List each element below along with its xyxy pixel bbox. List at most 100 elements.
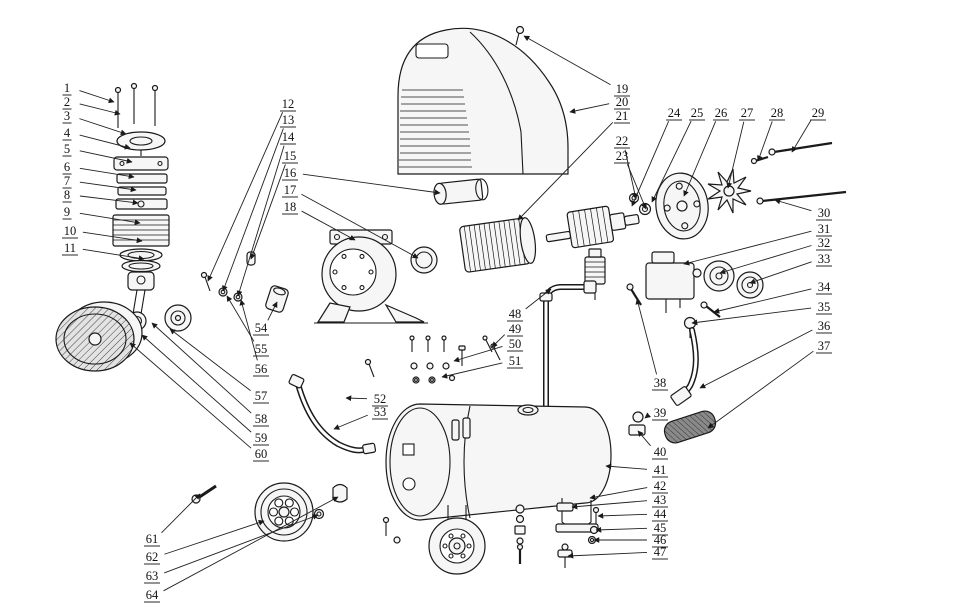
leader-line <box>605 463 648 470</box>
part-number: 18 <box>284 200 297 214</box>
part-number: 38 <box>654 376 667 390</box>
leader-line <box>161 493 201 534</box>
leader-line <box>302 173 441 196</box>
stator-drawing <box>459 217 537 273</box>
part-callout-52: 52 <box>345 392 388 407</box>
part-number: 40 <box>654 445 667 459</box>
flywheel-drawing <box>55 301 192 372</box>
leader-line <box>707 350 814 429</box>
endbell-drawing <box>655 172 709 240</box>
leader-line <box>517 122 614 221</box>
part-callout-50: 50 <box>453 337 523 363</box>
part-number: 34 <box>818 280 831 294</box>
part-callout-45: 45 <box>595 521 668 536</box>
leader-line <box>79 150 133 164</box>
leader-line <box>79 118 127 136</box>
part-number: 59 <box>255 431 268 445</box>
hardware-set-drawing <box>409 335 501 384</box>
leader-line <box>226 295 255 342</box>
leader-line <box>683 230 812 266</box>
part-callout-32: 32 <box>719 236 832 275</box>
part-number: 16 <box>284 166 297 180</box>
part-callout-53: 53 <box>333 405 388 430</box>
part-callout-64: 64 <box>144 496 339 603</box>
leader-line <box>567 551 648 559</box>
pump-stack-drawing <box>112 82 170 331</box>
leader-line <box>726 121 745 189</box>
part-number: 28 <box>771 106 784 120</box>
bearing-drawing <box>410 246 438 274</box>
part-callout-8: 8 <box>62 188 139 206</box>
part-callout-13: 13 <box>222 113 296 292</box>
part-callout-27: 27 <box>726 106 755 189</box>
leader-line <box>151 322 252 414</box>
part-callout-3: 3 <box>62 109 127 136</box>
part-number: 37 <box>818 339 831 353</box>
part-callout-60: 60 <box>129 342 269 462</box>
part-callout-28: 28 <box>757 106 785 162</box>
leader-line <box>757 121 773 162</box>
part-callout-38: 38 <box>635 298 668 391</box>
part-callout-39: 39 <box>644 406 668 421</box>
part-number: 9 <box>64 205 70 219</box>
regulator-drawing <box>584 248 606 300</box>
part-number: 47 <box>654 545 667 559</box>
leader-line <box>79 134 131 150</box>
leader-line <box>683 121 717 197</box>
part-callout-4: 4 <box>62 126 131 150</box>
leader-line <box>523 35 611 86</box>
part-callout-43: 43 <box>571 493 668 510</box>
part-number: 50 <box>509 337 522 351</box>
part-number: 17 <box>284 183 297 197</box>
part-number: 31 <box>818 222 831 236</box>
leader-line <box>749 261 812 285</box>
part-number: 6 <box>64 160 70 174</box>
part-callout-29: 29 <box>791 106 826 153</box>
part-callout-15: 15 <box>250 149 298 260</box>
under-tank-hardware-drawing <box>557 506 600 568</box>
rotor-drawing <box>545 205 640 249</box>
part-callout-9: 9 <box>62 205 141 226</box>
part-number: 42 <box>654 479 667 493</box>
part-callout-7: 7 <box>62 174 137 193</box>
part-number: 13 <box>282 113 295 127</box>
part-callout-17: 17 <box>282 183 419 259</box>
crankcase-drawing <box>314 229 428 324</box>
leader-line <box>79 195 139 206</box>
cover-screw-drawing <box>515 25 525 46</box>
part-callout-62: 62 <box>144 519 265 565</box>
part-number: 2 <box>64 95 70 109</box>
leader-line <box>571 500 648 510</box>
handle-drawing <box>663 327 717 444</box>
part-number: 57 <box>255 389 268 403</box>
part-callout-24: 24 <box>631 106 682 207</box>
part-number: 55 <box>255 342 268 356</box>
part-number: 4 <box>64 126 71 140</box>
leader-line <box>79 167 135 180</box>
part-callout-2: 2 <box>62 95 121 116</box>
part-number: 35 <box>818 300 831 314</box>
part-number: 46 <box>654 533 667 547</box>
leader-line <box>82 248 145 262</box>
part-callout-31: 31 <box>683 222 832 266</box>
part-number: 56 <box>255 362 268 376</box>
leader-line <box>651 120 692 203</box>
part-callout-10: 10 <box>62 224 143 244</box>
leader-line <box>79 103 121 116</box>
leader-line <box>267 301 278 321</box>
part-number: 33 <box>818 252 831 266</box>
part-number: 12 <box>282 97 295 111</box>
outlet-pipe-drawing <box>539 280 597 421</box>
part-number: 44 <box>654 507 667 521</box>
wheel-left-drawing <box>191 482 348 542</box>
part-number: 51 <box>509 354 522 368</box>
part-callout-44: 44 <box>597 507 668 522</box>
part-callout-12: 12 <box>207 97 296 282</box>
leader-line <box>164 514 319 574</box>
leader-line <box>713 288 812 314</box>
leader-line <box>569 103 610 114</box>
part-callout-21: 21 <box>517 109 630 221</box>
part-number: 54 <box>255 321 268 335</box>
